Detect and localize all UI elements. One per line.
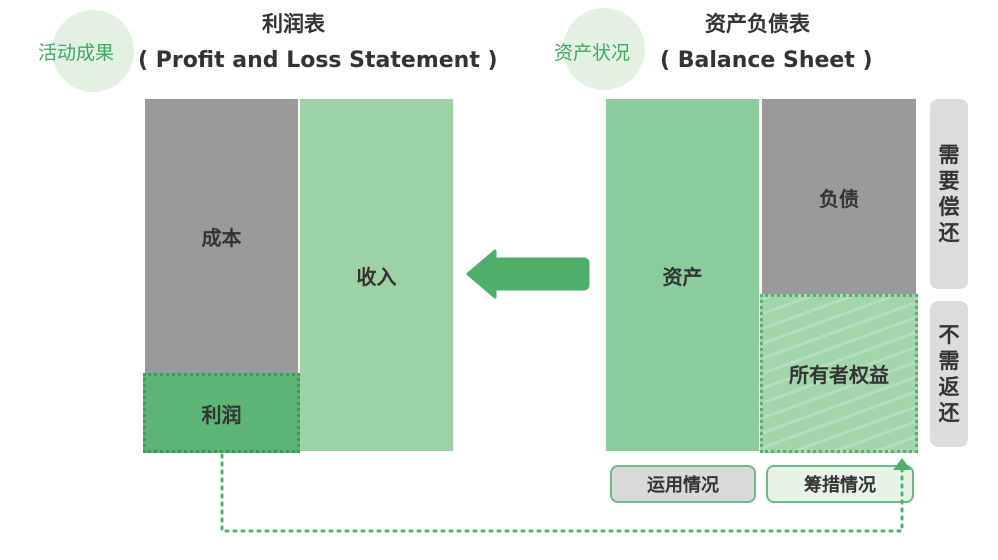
assets-label: 资产 [662,264,703,289]
income-statement-title: 利润表 [262,12,325,36]
assets-block: 资产 [606,99,759,451]
owners-equity-block: 所有者权益 [760,294,918,453]
repay-required-label: 需 要 偿 还 [930,99,968,289]
owners-equity-label: 所有者权益 [789,363,889,387]
badge-circle-right [563,8,645,90]
connector-arrowhead-icon [893,458,911,470]
liabilities-label: 负债 [819,186,859,211]
left-arrow-icon [466,249,590,299]
no-repay-label: 不 需 返 还 [930,301,968,447]
cost-block: 成本 [145,99,298,374]
revenue-label: 收入 [356,264,397,289]
income-statement-subtitle: ( Profit and Loss Statement ) [138,48,498,73]
badge-circle-left [52,10,134,92]
funding-status-pill: 筹措情况 [766,465,914,503]
badge-activity-result: 活动成果 [38,42,115,64]
balance-sheet-subtitle: ( Balance Sheet ) [660,48,873,73]
balance-sheet-title: 资产负债表 [705,12,810,36]
profit-block: 利润 [143,373,300,453]
liabilities-block: 负债 [762,99,916,295]
revenue-block: 收入 [300,99,453,451]
cost-label: 成本 [201,226,242,250]
usage-status-pill: 运用情况 [610,465,756,503]
profit-label: 利润 [201,402,242,427]
badge-asset-status: 资产状况 [554,42,631,64]
